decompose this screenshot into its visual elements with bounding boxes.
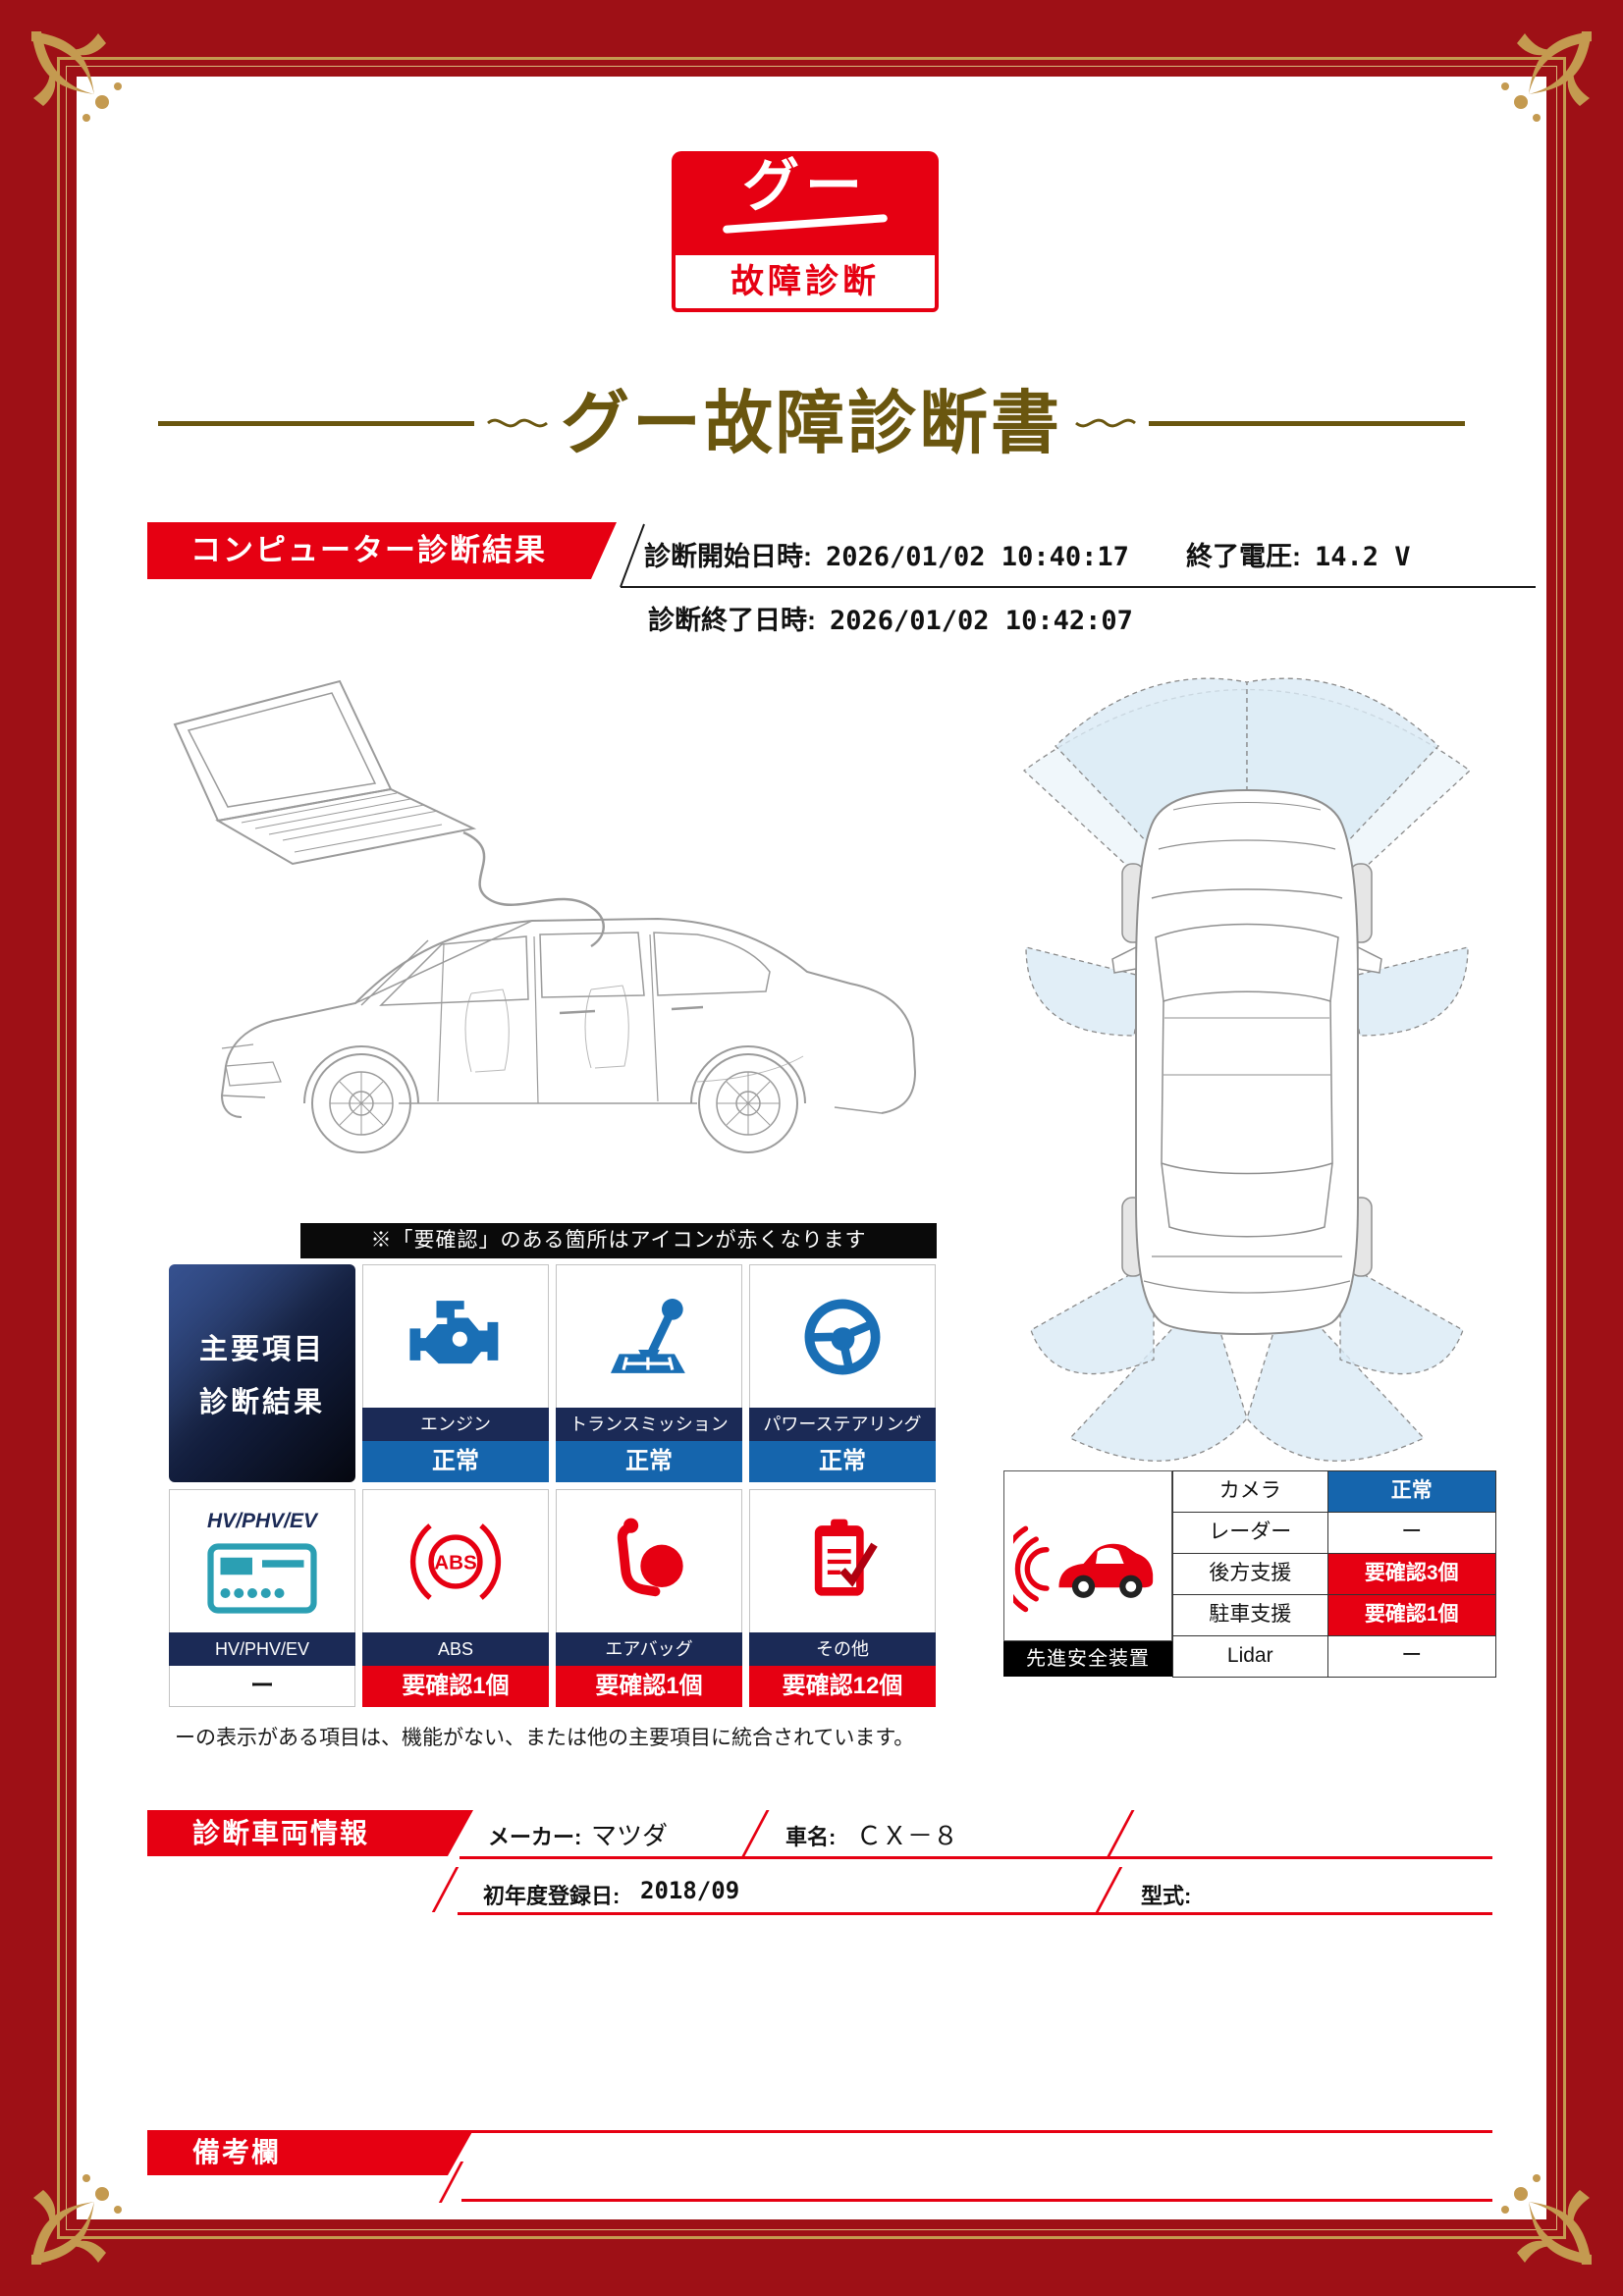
diag-cell-label: HV/PHV/EV xyxy=(169,1632,355,1666)
corner-ornament-icon xyxy=(31,2174,122,2265)
dash-footnote: ーの表示がある項目は、機能がない、または他の主要項目に統合されています。 xyxy=(175,1727,915,1749)
diag-cell-airbag: エアバッグ 要確認1個 xyxy=(556,1489,742,1707)
diag-cell-label: ABS xyxy=(362,1632,549,1666)
diagnosis-start-row: 診断開始日時: 2026/01/02 10:40:17 xyxy=(644,535,1129,573)
goo-logo-mark: グー xyxy=(741,154,868,218)
model-code-label: 型式: xyxy=(1141,1884,1192,1908)
corner-ornament-icon xyxy=(1501,2174,1592,2265)
diag-cell-power-steering: パワーステアリング 正常 xyxy=(749,1264,936,1482)
diag-cell-status: 要確認1個 xyxy=(556,1666,742,1707)
diagnosis-end-label: 診断終了日時: xyxy=(648,606,816,635)
safety-row-status: 要確認3個 xyxy=(1327,1554,1496,1595)
diagnosis-end-value: 2026/01/02 10:42:07 xyxy=(830,606,1133,636)
diagnosis-start-value: 2026/01/02 10:40:17 xyxy=(826,542,1129,572)
table-row: レーダー ー xyxy=(1173,1513,1496,1554)
title-rule-right xyxy=(1149,420,1465,426)
clipboard-icon xyxy=(749,1489,936,1632)
diag-cell-status: 正常 xyxy=(556,1441,742,1482)
report-title-row: グー故障診断書 xyxy=(0,385,1623,461)
safety-section-label: 先進安全装置 xyxy=(1003,1641,1172,1677)
transmission-icon xyxy=(556,1264,742,1408)
section-banner-remarks: 備考欄 xyxy=(147,2130,473,2175)
table-row: 後方支援 要確認3個 xyxy=(1173,1554,1496,1595)
first-registration-label: 初年度登録日: xyxy=(483,1884,621,1908)
diag-cell-engine: エンジン 正常 xyxy=(362,1264,549,1482)
end-voltage-value: 14.2 V xyxy=(1315,542,1411,572)
diag-cell-status: ー xyxy=(169,1666,355,1707)
safety-row-name: カメラ xyxy=(1173,1471,1328,1513)
warning-color-notice: ※「要確認」のある箇所はアイコンが赤くなります xyxy=(300,1223,937,1258)
end-voltage-label: 終了電圧: xyxy=(1186,542,1301,571)
airbag-icon xyxy=(556,1489,742,1632)
goo-logo-mark-box: グー xyxy=(672,151,939,251)
diag-cell-status: 要確認1個 xyxy=(362,1666,549,1707)
diag-cell-label: パワーステアリング xyxy=(749,1408,936,1441)
main-grid-header-line2: 診断結果 xyxy=(198,1387,325,1418)
vehicle-row2-rule xyxy=(458,1912,1492,1915)
diag-cell-status: 正常 xyxy=(749,1441,936,1482)
title-flourish-icon xyxy=(487,418,548,428)
car-name-label: 車名: xyxy=(785,1825,837,1849)
safety-car-box xyxy=(1003,1470,1172,1641)
hv-top-label: HV/PHV/EV xyxy=(206,1509,318,1532)
diag-cell-label: エアバッグ xyxy=(556,1632,742,1666)
diagnosis-end-row: 診断終了日時: 2026/01/02 10:42:07 xyxy=(648,599,1133,637)
abs-icon: ABS xyxy=(362,1489,549,1632)
safety-row-name: 駐車支援 xyxy=(1173,1595,1328,1636)
table-row: カメラ 正常 xyxy=(1173,1471,1496,1513)
first-registration-value: 2018/09 xyxy=(640,1877,740,1904)
diag-cell-status: 要確認12個 xyxy=(749,1666,936,1707)
svg-text:ABS: ABS xyxy=(434,1551,476,1574)
section-banner-computer-diagnosis: コンピューター診断結果 xyxy=(147,522,617,579)
goo-logo: グー 故障診断 xyxy=(672,151,939,312)
main-grid-header-line1: 主要項目 xyxy=(198,1334,325,1365)
sedan-wireframe-illustration xyxy=(173,679,917,1153)
remarks-bottom-rule xyxy=(461,2199,1492,2202)
diag-cell-other: その他 要確認12個 xyxy=(749,1489,936,1707)
corner-ornament-icon xyxy=(31,31,122,122)
title-rule-left xyxy=(158,420,474,426)
safety-row-status: ー xyxy=(1327,1636,1496,1678)
safety-row-status: 要確認1個 xyxy=(1327,1595,1496,1636)
sensing-car-icon xyxy=(1013,1525,1154,1613)
topview-sensor-illustration xyxy=(1022,677,1472,1462)
vehicle-row1-rule xyxy=(460,1856,1492,1859)
diag-cell-transmission: トランスミッション 正常 xyxy=(556,1264,742,1482)
diagnosis-row-divider xyxy=(620,523,1536,588)
diagnosis-start-label: 診断開始日時: xyxy=(644,542,812,571)
main-grid-header: 主要項目 診断結果 xyxy=(169,1264,355,1482)
page-title: グー故障診断書 xyxy=(561,385,1062,461)
table-row: 駐車支援 要確認1個 xyxy=(1173,1595,1496,1636)
goo-logo-subtitle: 故障診断 xyxy=(672,251,939,312)
safety-row-name: Lidar xyxy=(1173,1636,1328,1678)
diag-cell-abs: ABS ABS 要確認1個 xyxy=(362,1489,549,1707)
diag-cell-hv: HV/PHV/EV HV/PHV/EV ー xyxy=(169,1489,355,1707)
hv-unit-icon: HV/PHV/EV xyxy=(169,1489,355,1632)
maker-label: メーカー: xyxy=(488,1825,582,1849)
gold-frame-inner-line xyxy=(66,66,1557,2230)
diag-cell-label: トランスミッション xyxy=(556,1408,742,1441)
engine-icon xyxy=(362,1264,549,1408)
gold-frame-line xyxy=(57,57,1566,2239)
diag-cell-label: エンジン xyxy=(362,1408,549,1441)
remarks-top-rule xyxy=(463,2130,1492,2133)
section-banner-vehicle-info: 診断車両情報 xyxy=(147,1810,473,1856)
safety-row-status: 正常 xyxy=(1327,1471,1496,1513)
safety-row-status: ー xyxy=(1327,1513,1496,1554)
safety-table: カメラ 正常 レーダー ー 後方支援 要確認3個 駐車支援 要確認1個 Lida… xyxy=(1172,1470,1496,1678)
diag-cell-status: 正常 xyxy=(362,1441,549,1482)
safety-row-name: 後方支援 xyxy=(1173,1554,1328,1595)
diag-cell-label: その他 xyxy=(749,1632,936,1666)
maker-value: マツダ xyxy=(591,1821,669,1850)
main-diagnosis-grid: 主要項目 診断結果 エンジン 正常 xyxy=(169,1264,936,1707)
car-name-value: ＣＸ－８ xyxy=(856,1821,959,1850)
table-row: Lidar ー xyxy=(1173,1636,1496,1678)
safety-row-name: レーダー xyxy=(1173,1513,1328,1554)
steering-wheel-icon xyxy=(749,1264,936,1408)
title-flourish-icon xyxy=(1075,418,1136,428)
corner-ornament-icon xyxy=(1501,31,1592,122)
end-voltage-row: 終了電圧: 14.2 V xyxy=(1186,535,1411,573)
